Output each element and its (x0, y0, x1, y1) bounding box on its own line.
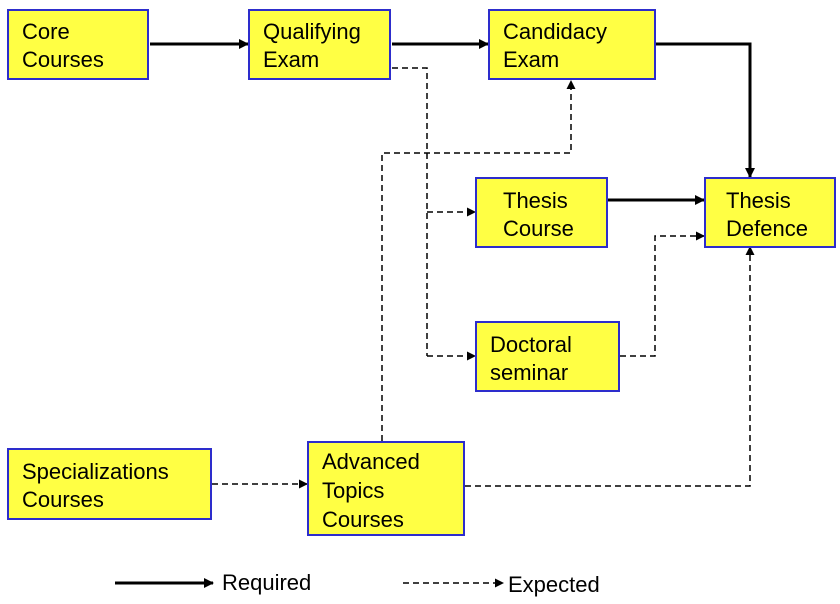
arrow-candidacy-to-defence (656, 42, 755, 178)
box-label-line: Course (503, 216, 574, 241)
specializations-courses-box: Specializations Courses (7, 448, 212, 520)
core-courses-box: Core Courses (7, 9, 149, 80)
box-label-line: Defence (726, 216, 808, 241)
qualifying-exam-box: Qualifying Exam (248, 9, 391, 80)
thesis-course-box: Thesis Course (475, 177, 608, 248)
box-label-line: Exam (503, 47, 560, 72)
box-label-line: seminar (490, 360, 569, 385)
thesis-defence-box: Thesis Defence (704, 177, 836, 248)
box-label-line: Core (22, 19, 70, 44)
box-label-line: Qualifying (263, 19, 361, 44)
legend-expected-label: Expected (508, 572, 600, 597)
box-label-line: Doctoral (490, 332, 572, 357)
box-label-line: Advanced (322, 449, 420, 474)
box-label-line: Exam (263, 47, 320, 72)
box-label-line: Candidacy (503, 19, 607, 44)
box-label-line: Thesis (503, 188, 568, 213)
legend-required-label: Required (222, 570, 312, 595)
advanced-topics-courses-box: Advanced Topics Courses (307, 441, 465, 536)
box-label-line: Courses (22, 487, 104, 512)
candidacy-exam-box: Candidacy Exam (488, 9, 656, 80)
box-label-line: Specializations (22, 459, 169, 484)
dashed-advanced-to-defence (465, 246, 755, 487)
box-label-line: Thesis (726, 188, 791, 213)
dashed-advanced-to-candidacy (381, 80, 576, 441)
box-label-line: Topics (322, 478, 385, 503)
dashed-seminar-to-defence (620, 231, 705, 357)
dashed-qualifying-branch (392, 67, 428, 356)
box-label-line: Courses (322, 507, 404, 532)
box-label-line: Courses (22, 47, 104, 72)
doctoral-seminar-box: Doctoral seminar (475, 321, 620, 392)
